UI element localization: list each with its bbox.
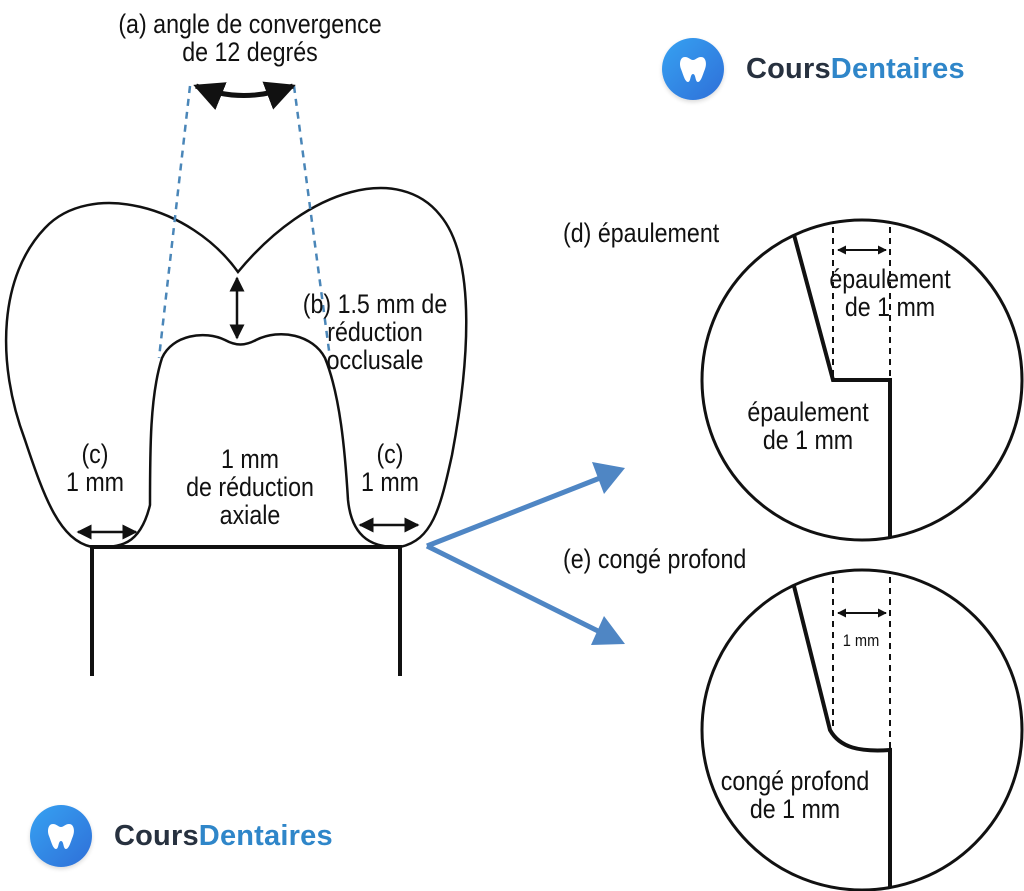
deep-chamfer-top-label: 1 mm <box>842 631 880 650</box>
right-margin-label: (c) 1 mm <box>360 439 420 497</box>
deep-chamfer-detail-circle <box>700 568 1024 891</box>
shoulder-bottom-label: épaulement de 1 mm <box>747 397 869 455</box>
shoulder-detail-circle <box>700 218 1024 542</box>
convergence-angle-label: (a) angle de convergence de 12 degrés <box>118 9 382 67</box>
deep-chamfer-title: (e) congé profond <box>563 544 747 574</box>
blue-arrow-up-head <box>592 462 625 494</box>
brand-name: CoursDentaires <box>114 819 333 852</box>
blue-arrow-up <box>426 475 601 549</box>
tooth-icon <box>662 38 724 100</box>
brand-logo-top: CoursDentaires <box>662 38 965 100</box>
convergence-arc-arrow <box>193 81 296 111</box>
shoulder-title: (d) épaulement <box>563 218 720 248</box>
blue-arrow-down <box>425 543 602 635</box>
convergence-line-left <box>157 85 192 359</box>
brand-name: CoursDentaires <box>746 52 965 85</box>
shoulder-top-label: épaulement de 1 mm <box>829 264 951 322</box>
brand-logo-bottom: CoursDentaires <box>30 805 333 867</box>
left-margin-label: (c) 1 mm <box>65 439 125 497</box>
root-base <box>90 545 402 676</box>
occlusal-reduction-label: (b) 1.5 mm de réduction occlusale <box>302 289 448 375</box>
axial-reduction-label: 1 mm de réduction axiale <box>186 444 314 530</box>
convergence-line-right <box>292 85 332 359</box>
prepared-core <box>91 332 401 549</box>
tooth-icon <box>30 805 92 867</box>
blue-arrow-down-head <box>591 616 625 645</box>
deep-chamfer-bottom-label: congé profond de 1 mm <box>720 766 870 824</box>
